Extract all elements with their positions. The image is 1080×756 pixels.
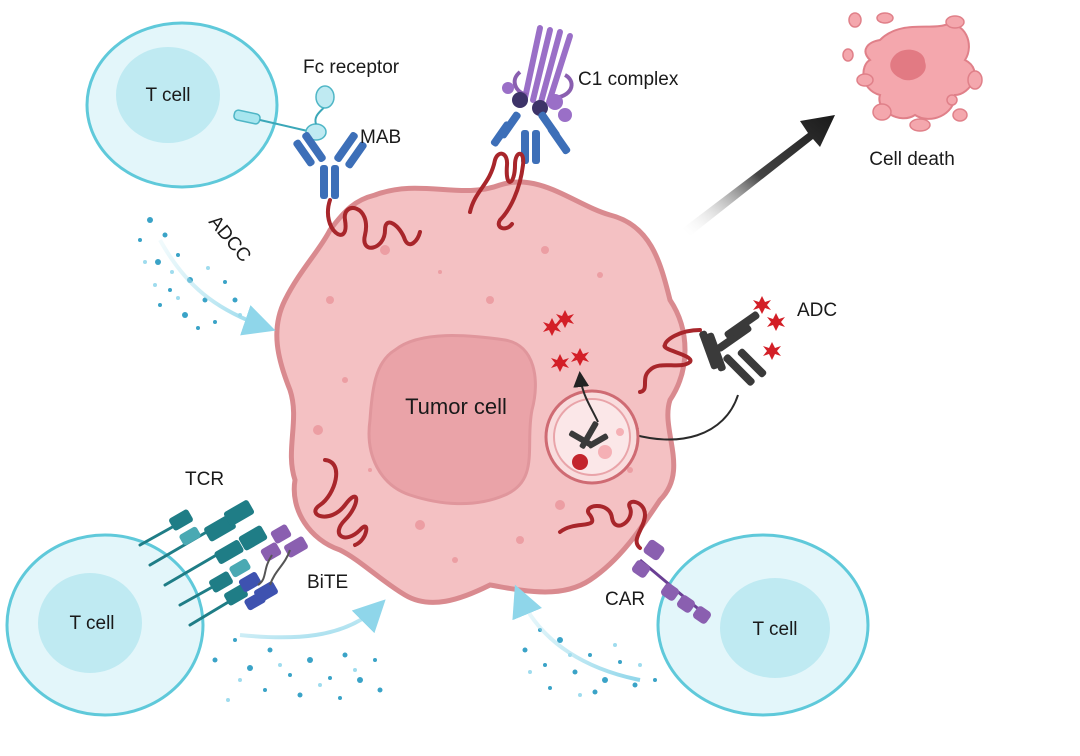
adc-internalization-arrow	[621, 394, 739, 444]
adc-label: ADC	[797, 300, 837, 321]
mab-label: MAB	[360, 127, 401, 148]
t-cell-bottom-left: T cell	[5, 533, 205, 717]
antigen-top	[468, 151, 526, 231]
t-cell-bottom-right: T cell	[656, 533, 870, 717]
t-cell-top: T cell	[85, 21, 335, 189]
cell-death-graphic	[842, 12, 983, 132]
adcc-particles-top	[138, 217, 276, 336]
car-receptor	[632, 539, 711, 624]
antigen-right	[638, 328, 702, 394]
cell-death-arrow	[683, 115, 835, 236]
adc-payload	[753, 296, 785, 360]
bite-label: BiTE	[307, 572, 348, 593]
tumor-cell: Tumor cell	[274, 179, 688, 605]
c1-complex-label: C1 complex	[578, 69, 679, 90]
endosome	[544, 371, 640, 485]
cytoplasm-dots	[313, 245, 633, 563]
c1-complex	[502, 25, 574, 122]
t-cell-top-label: T cell	[145, 85, 190, 106]
antigen-bottom-left	[313, 458, 369, 547]
adcc-label: ADCC	[204, 212, 255, 267]
bite-molecule	[238, 524, 308, 611]
tumor-cell-label: Tumor cell	[405, 394, 507, 419]
tcr-label: TCR	[185, 469, 224, 490]
particles-bottom-right	[512, 584, 657, 697]
fc-receptor	[233, 85, 335, 141]
mab-antibody	[293, 131, 367, 199]
tumor-nucleus	[367, 334, 537, 506]
antigen-bottom-right	[558, 499, 648, 550]
cell-death-label: Cell death	[869, 149, 955, 170]
particles-bottom-left	[212, 599, 386, 702]
fc-receptor-label: Fc receptor	[303, 57, 400, 78]
car-label: CAR	[605, 589, 645, 610]
t-cell-bottom-left-label: T cell	[69, 613, 114, 634]
adc-antibody	[699, 311, 767, 386]
c1-antibody	[490, 111, 571, 164]
tcr-complex	[138, 500, 268, 627]
t-cell-bottom-right-label: T cell	[752, 619, 797, 640]
released-payload	[543, 310, 589, 372]
antigen-top-left	[326, 198, 422, 250]
